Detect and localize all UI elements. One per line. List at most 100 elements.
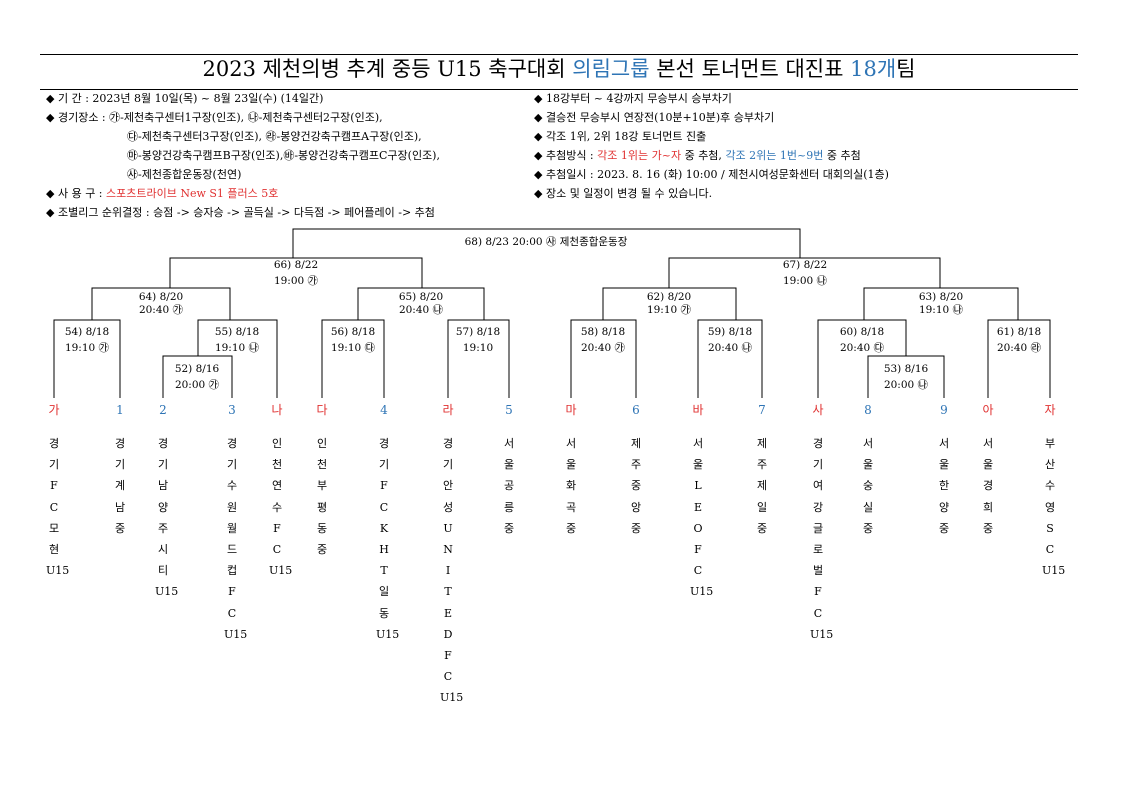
seed-label: 자 xyxy=(1044,403,1056,417)
seed-label: 1 xyxy=(116,403,124,417)
line-m64 xyxy=(91,287,231,320)
ball-model: 스포츠트라이브 New S1 플러스 5호 xyxy=(106,187,279,200)
line-m66 xyxy=(169,257,423,288)
info-right-4: ◆ 추첨일시 : 2023. 8. 16 (화) 10:00 / 제천시여성문화… xyxy=(534,168,889,181)
seed-label: 5 xyxy=(505,403,513,417)
line-m65 xyxy=(357,287,485,320)
seed-label: 8 xyxy=(864,403,872,417)
info-left-3: ㉲-봉양건강축구캠프B구장(인조),㉳-봉양건강축구캠프C구장(인조), xyxy=(127,149,440,162)
seed-label: 바 xyxy=(692,403,704,417)
line-m58 xyxy=(570,319,637,398)
draw-second-rule: 각조 2위는 1번~9번 xyxy=(725,149,824,162)
title-group-name: 의림그룹 xyxy=(572,57,650,81)
info-left-0: ◆ 기 간 : 2023년 8월 10일(목) ~ 8월 23일(수) (14일… xyxy=(46,92,324,105)
line-m55 xyxy=(197,319,278,398)
line-m61 xyxy=(987,319,1051,398)
ball-label: ◆ 사 용 구 : xyxy=(46,187,107,200)
line-m60 xyxy=(817,319,907,398)
seed-label: 라 xyxy=(442,403,454,417)
line-m59 xyxy=(697,319,763,398)
title-rule xyxy=(40,89,1078,90)
info-left-1: ◆ 경기장소 : ㉮-제천축구센터1구장(인조), ㉯-제천축구센터2구장(인조… xyxy=(46,111,383,124)
draw-first-rule: 각조 1위는 가~자 xyxy=(597,149,682,162)
seed-label: 아 xyxy=(982,403,994,417)
title-part3: 본선 토너먼트 대진표 xyxy=(649,57,851,81)
line-m62 xyxy=(602,287,737,320)
top-rule xyxy=(40,54,1078,55)
draw-tail: 중 추첨 xyxy=(823,149,861,162)
seed-label: 2 xyxy=(159,403,167,417)
info-left-4: ㉴-제천종합운동장(천연) xyxy=(127,168,242,181)
line-m56 xyxy=(321,319,385,398)
line-m68 xyxy=(292,228,801,258)
info-left-5: ◆ 사 용 구 : 스포츠트라이브 New S1 플러스 5호 xyxy=(46,186,278,202)
line-m57 xyxy=(447,319,510,398)
title-part5: 팀 xyxy=(896,57,916,81)
info-right-3: ◆ 추첨방식 : 각조 1위는 가~자 중 추첨, 각조 2위는 1번~9번 중… xyxy=(534,148,861,164)
seed-label: 9 xyxy=(940,403,948,417)
info-left-2: ㉰-제천축구센터3구장(인조), ㉱-봉양건강축구캠프A구장(인조), xyxy=(127,130,422,143)
title-part1: 2023 제천의병 추계 중등 U15 축구대회 xyxy=(202,57,573,81)
seed-label: 사 xyxy=(812,403,824,417)
seed-label: 3 xyxy=(228,403,236,417)
line-m53 xyxy=(867,355,945,398)
info-right-2: ◆ 각조 1위, 2위 18강 토너먼트 진출 xyxy=(534,130,707,143)
info-left-6: ◆ 조별리그 순위결정 : 승점 -> 승자승 -> 골득실 -> 다득점 ->… xyxy=(46,206,435,219)
line-m54 xyxy=(53,319,121,398)
info-right-5: ◆ 장소 및 일정이 변경 될 수 있습니다. xyxy=(534,187,713,200)
match-68: 68) 8/23 20:00 ㉴ 제천종합운동장 xyxy=(464,236,628,248)
seed-label: 마 xyxy=(565,403,577,417)
seed-label: 6 xyxy=(632,403,640,417)
draw-label: ◆ 추첨방식 : xyxy=(534,149,598,162)
info-right-1: ◆ 결승전 무승부시 연장전(10분+10분)후 승부차기 xyxy=(534,111,775,124)
line-m63 xyxy=(863,287,1019,320)
line-m67 xyxy=(668,257,941,288)
page-title: 2023 제천의병 추계 중등 U15 축구대회 의림그룹 본선 토너먼트 대진… xyxy=(40,55,1078,83)
title-team-count: 18개 xyxy=(850,57,897,81)
seed-label: 7 xyxy=(758,403,766,417)
seed-label: 가 xyxy=(48,403,60,417)
seed-label: 4 xyxy=(380,403,388,417)
info-right-0: ◆ 18강부터 ~ 4강까지 무승부시 승부차기 xyxy=(534,92,732,105)
line-m52 xyxy=(162,355,233,398)
seed-label: 나 xyxy=(271,403,283,417)
seed-label: 다 xyxy=(316,403,328,417)
draw-mid: 중 추첨, xyxy=(681,149,726,162)
